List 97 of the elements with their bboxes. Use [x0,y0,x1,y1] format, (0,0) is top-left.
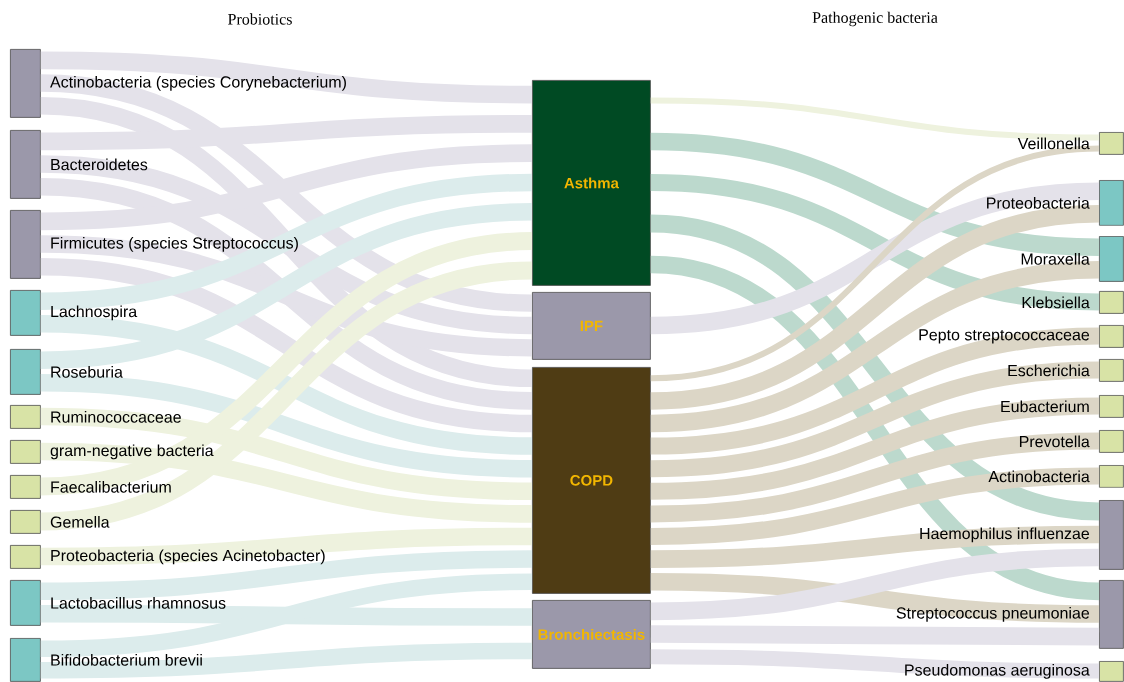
flow-band [39,96,533,388]
probiotic-box [10,638,41,682]
node-label: IPF [580,320,603,332]
node-label: Faecalibacterium [51,481,171,493]
node-label: Haemophilus influenzae [920,527,1090,543]
node-label: Escherichia [1008,364,1090,377]
node-label: Lachnospira [51,305,138,321]
node-label: Actinobacteria [988,470,1090,483]
flow-band [40,203,533,369]
flow-band [650,548,1100,621]
node-label: Actinobacteria (species Corynebacterium) [50,75,346,91]
flow-band [650,145,1100,382]
pathogen-box [1099,291,1124,314]
node-label: Proteobacteria [987,197,1090,209]
flow-band [40,605,532,626]
flow-band [649,214,1100,521]
node-label: Klebsiella [1022,296,1090,309]
flow-band [40,315,533,455]
pathogen-box [1099,580,1124,649]
flow-band [40,115,533,151]
probiotic-box [10,545,41,569]
probiotic-box [10,210,41,279]
node-label: Roseburia [51,366,123,378]
node-label: Proteobacteria (species Acinetobacter) [51,549,325,565]
pathogen-box [1099,325,1124,348]
node-label: COPD [570,475,613,486]
flow-band [40,257,533,433]
probiotic-box [10,349,41,395]
probiotic-box [10,49,41,118]
disease-box [532,292,651,360]
pathogen-box [1099,465,1124,488]
probiotic-box [10,290,41,336]
pathogen-box [1099,180,1124,226]
flow-band [40,177,533,410]
node-label: Gemella [50,516,110,528]
column-heading: Probiotics [228,13,292,25]
pathogen-box [1099,500,1124,570]
flow-band [650,625,1099,646]
flow-band [650,132,1100,256]
flow-band [40,155,533,335]
flow-band [649,255,1101,601]
column-heading: Pathogenic bacteria [812,11,938,27]
flow-band [40,51,533,104]
probiotic-box [10,405,41,429]
flow-band [40,173,533,310]
node-label: Bacteroidetes [51,158,148,171]
flow-band [40,374,533,478]
flow-band [650,572,1100,623]
flow-band [650,97,1100,141]
flow-band [650,182,1100,335]
flow-band [40,407,533,501]
node-label: Ruminococcaceae [51,411,181,423]
flow-band [650,361,1100,478]
flow-band [650,649,1100,679]
flow-band [650,467,1100,545]
node-label: Bifidobacterium brevii [51,654,202,666]
disease-box [532,600,651,669]
pathogen-box [1099,236,1124,282]
flow-band [40,235,533,357]
flow-band [650,525,1100,568]
flow-band [40,442,533,523]
disease-box [532,367,651,594]
flow-band [650,205,1100,410]
flow-band [40,642,533,679]
node-label: Firmicutes (species Streptococcus) [51,236,298,252]
node-label: Lactobacillus rhamnosus [51,597,226,609]
probiotic-box [10,440,41,464]
node-label: Asthma [564,177,619,189]
flow-band [650,397,1100,500]
pathogen-box [1099,395,1124,418]
node-label: Bronchiectasis [538,628,645,640]
pathogen-box [1099,661,1124,682]
node-label: Moraxella [1021,253,1090,265]
node-label: Streptococcus pneumoniae [896,606,1090,622]
probiotic-box [10,580,41,626]
probiotic-box [10,475,41,499]
pathogen-box [1099,430,1124,453]
node-label: Pseudomonas aeruginosa [905,663,1090,679]
disease-box [532,80,651,286]
flow-band [40,232,533,496]
flow-band [40,144,533,231]
flow-band [650,261,1100,433]
flow-band [40,573,533,658]
flow-band [40,261,533,531]
flow-band [40,527,533,566]
node-label: Prevotella [1019,435,1090,448]
pathogen-box [1099,132,1124,155]
flow-band [40,550,533,600]
probiotic-box [10,130,41,199]
probiotic-box [10,510,41,534]
flow-band [40,74,533,312]
node-label: gram-negative bacteria [50,444,214,460]
pathogen-box [1099,359,1124,382]
node-label: Veillonella [1017,137,1090,150]
node-label: Pepto streptococcaceae [919,329,1090,344]
node-label: Eubacterium [1001,400,1089,413]
flow-band [650,432,1100,523]
